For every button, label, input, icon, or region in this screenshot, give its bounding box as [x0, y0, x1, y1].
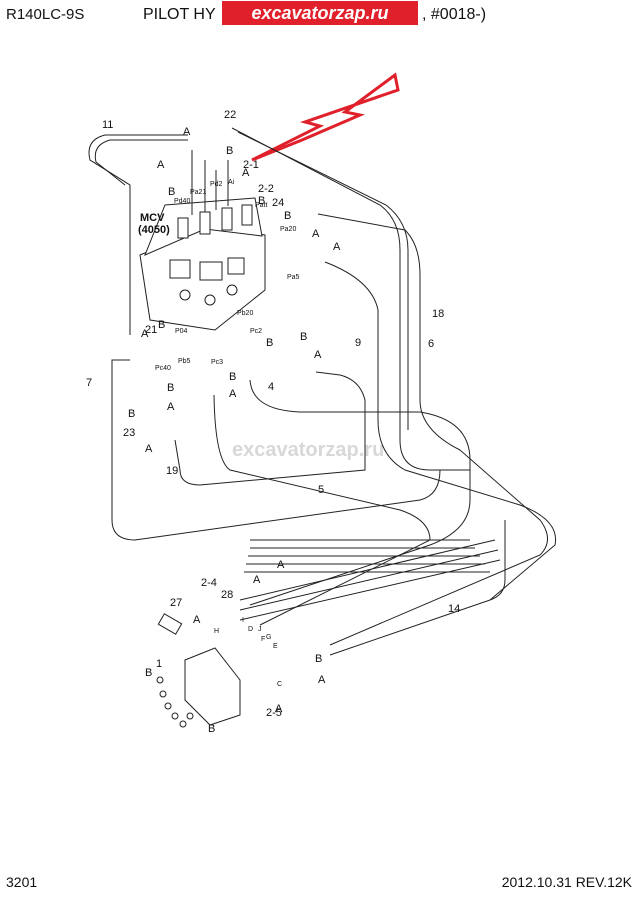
- port-ai: Ai: [228, 179, 235, 186]
- marker-a: A: [333, 241, 341, 253]
- callout-2-2: 2-2: [258, 183, 274, 195]
- port-pa20: Pa20: [280, 226, 296, 233]
- marker-e: E: [273, 643, 278, 650]
- marker-a: A: [314, 349, 322, 361]
- marker-i: I: [242, 617, 244, 624]
- callout-24: 24: [272, 197, 284, 209]
- marker-b: B: [266, 337, 273, 349]
- callout-1: 1: [156, 658, 162, 670]
- revision-date: 2012.10.31 REV.12K: [501, 874, 632, 890]
- port-pc2: Pc2: [250, 328, 262, 335]
- marker-a: A: [157, 159, 165, 171]
- marker-b: B: [300, 331, 307, 343]
- marker-a: A: [167, 401, 175, 413]
- marker-a: A: [253, 574, 261, 586]
- marker-c: C: [277, 681, 282, 688]
- callout-28: 28: [221, 589, 233, 601]
- marker-h: H: [214, 628, 219, 635]
- port-patt: Patt: [255, 202, 268, 209]
- callout-5: 5: [318, 484, 324, 496]
- marker-b: B: [167, 382, 174, 394]
- marker-f: F: [261, 636, 265, 643]
- pointer-arrow-icon: [251, 72, 400, 162]
- marker-g: G: [266, 634, 271, 641]
- page-number: 3201: [6, 874, 38, 890]
- hoses: [88, 127, 557, 656]
- control-valve-block: [139, 150, 266, 331]
- port-pb20: Pb20: [237, 310, 253, 317]
- marker-a: A: [193, 614, 201, 626]
- port-pb5: Pb5: [178, 358, 191, 365]
- port-pa21: Pa21: [190, 189, 206, 196]
- callout-4: 4: [268, 381, 274, 393]
- callout-11: 11: [102, 119, 113, 131]
- watermark-banner: excavatorzap.ru: [222, 1, 418, 25]
- marker-b: B: [208, 723, 215, 735]
- callout-9: 9: [355, 337, 361, 349]
- marker-a: A: [141, 328, 149, 340]
- page-title-suffix: , #0018-): [422, 6, 487, 23]
- port-p04: P04: [175, 328, 188, 335]
- marker-b: B: [168, 186, 175, 198]
- marker-a: A: [275, 703, 283, 715]
- callout-27: 27: [170, 597, 182, 609]
- part-callouts: 22 2-1 2-2 24 11 7 21 23 19 5 4 9 18 6 1…: [86, 109, 460, 719]
- marker-b: B: [226, 145, 233, 157]
- callout-14: 14: [448, 603, 460, 615]
- port-pd40: Pd40: [174, 198, 190, 205]
- page-title: PILOT HY: [143, 6, 216, 23]
- marker-d: D: [248, 626, 253, 633]
- marker-a: A: [229, 388, 237, 400]
- mcv-code: (4050): [138, 224, 170, 236]
- callout-2-5: 2-5: [266, 707, 282, 719]
- model-label: R140LC-9S: [6, 6, 85, 23]
- callout-22: 22: [224, 109, 236, 121]
- callout-2-1: 2-1: [243, 159, 259, 171]
- port-pc40: Pc40: [155, 365, 171, 372]
- marker-a: A: [183, 126, 191, 138]
- marker-b: B: [145, 667, 152, 679]
- callout-2-4: 2-4: [201, 577, 217, 589]
- marker-a: A: [318, 674, 326, 686]
- callout-23: 23: [123, 427, 135, 439]
- distribution-block: [156, 613, 241, 728]
- marker-b: B: [284, 210, 291, 222]
- callout-6: 6: [428, 338, 434, 350]
- marker-a: A: [145, 443, 153, 455]
- marker-a: A: [277, 559, 285, 571]
- marker-b: B: [128, 408, 135, 420]
- callout-21: 21: [145, 324, 157, 336]
- port-pc3: Pc3: [211, 359, 223, 366]
- watermark-center: excavatorzap.ru: [232, 439, 384, 461]
- marker-b: B: [315, 653, 322, 665]
- letter-markers: A B A B A B B A A B A B B A B A B A B A …: [128, 126, 341, 735]
- port-pa5: Pa5: [287, 274, 300, 281]
- marker-b: B: [158, 319, 165, 331]
- callout-18: 18: [432, 308, 444, 320]
- marker-j: J: [258, 626, 262, 633]
- marker-a: A: [312, 228, 320, 240]
- callout-19: 19: [166, 465, 178, 477]
- port-labels: Pd40 Pd2 Ai Patt Pa20 Pa5 Pb20 Pc2 Pc40 …: [155, 179, 300, 372]
- marker-b: B: [258, 195, 265, 207]
- port-pd2: Pd2: [210, 181, 223, 188]
- callout-7: 7: [86, 377, 92, 389]
- marker-a: A: [242, 167, 250, 179]
- marker-b: B: [229, 371, 236, 383]
- mcv-label: MCV: [140, 212, 165, 224]
